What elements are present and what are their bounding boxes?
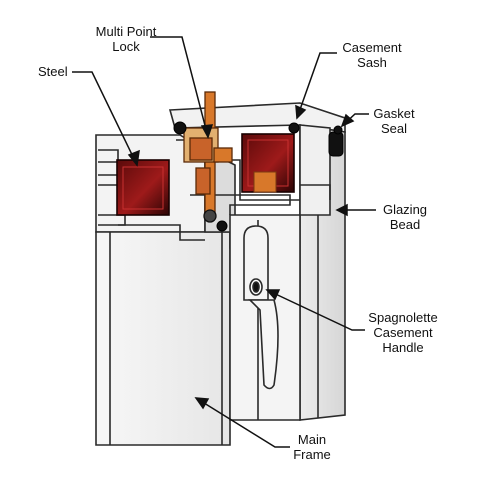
- leader-glazing-bead: [335, 203, 376, 217]
- label-glazing-bead: Glazing Bead: [372, 202, 438, 232]
- steel-reinforcement-left: [116, 159, 170, 216]
- label-line: Casement: [373, 325, 433, 340]
- label-line: Glazing: [382, 202, 428, 217]
- leader-spagnolette-handle: [265, 289, 365, 331]
- label-gasket-seal: Gasket Seal: [364, 106, 424, 136]
- label-line: Bead: [389, 217, 421, 232]
- label-line: Seal: [380, 121, 408, 136]
- label-casement-sash: Casement Sash: [332, 40, 412, 70]
- label-steel: Steel: [38, 64, 78, 79]
- multi-point-lock-mechanism: [183, 91, 233, 223]
- label-line: Casement: [342, 40, 402, 55]
- leader-lines: [72, 36, 376, 448]
- leader-main-frame: [194, 397, 290, 448]
- spagnolette-handle-shape: [243, 225, 279, 390]
- label-line: Handle: [382, 340, 424, 355]
- leader-multi-point-lock: [150, 36, 214, 139]
- steel-reinforcement-right: [241, 133, 295, 193]
- label-line: Multi Point: [95, 24, 157, 39]
- label-multi-point-lock: Multi Point Lock: [88, 24, 164, 54]
- label-line: Spagnolette: [368, 310, 438, 325]
- leader-casement-sash: [295, 52, 337, 120]
- leader-steel: [72, 71, 140, 167]
- leader-gasket-seal: [340, 113, 369, 128]
- label-line: Steel: [38, 64, 68, 79]
- label-line: Main: [297, 432, 327, 447]
- gasket-seal-shape: [173, 121, 344, 232]
- label-line: Gasket: [373, 106, 415, 121]
- label-main-frame: Main Frame: [282, 432, 342, 462]
- label-line: Sash: [357, 55, 387, 70]
- label-line: Frame: [293, 447, 331, 462]
- label-spagnolette-handle: Spagnolette Casement Handle: [358, 310, 448, 355]
- label-line: Lock: [112, 39, 140, 54]
